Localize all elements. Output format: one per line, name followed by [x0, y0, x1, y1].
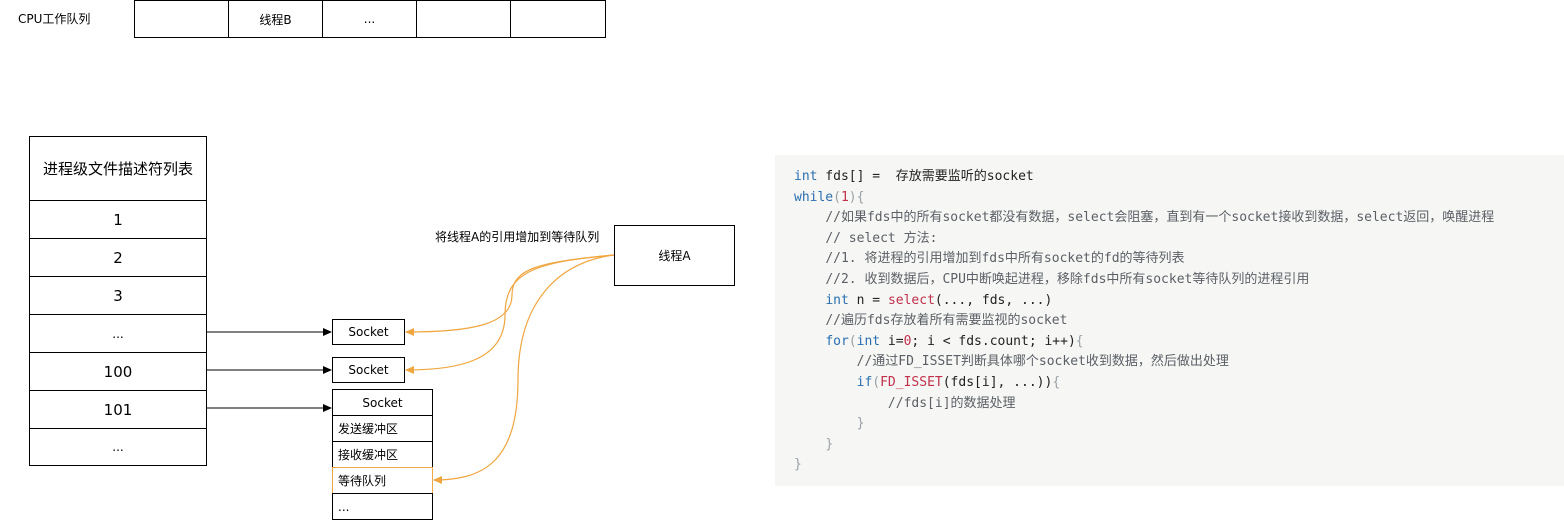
- code-token: fds[] =: [817, 169, 888, 184]
- thread-to-socket-arrow: [405, 254, 615, 336]
- code-token: 存放需要监听的socket: [887, 169, 1034, 184]
- code-token: i=: [880, 333, 904, 349]
- cpu-queue-slot: 线程B: [228, 0, 323, 38]
- code-token: (..., fds, ...): [934, 292, 1053, 308]
- code-comment: //遍历fds存放着所有需要监视的socket: [825, 313, 1068, 329]
- receive-buffer: 接收缓冲区: [332, 441, 433, 468]
- cpu-queue-slot: [510, 0, 606, 38]
- fd-row: 2: [29, 238, 207, 277]
- code-comment: //通过FD_ISSET判断具体哪个socket收到数据，然后做出处理: [856, 354, 1229, 370]
- code-token: while: [794, 189, 834, 205]
- thread-a-edge-label: 将线程A的引用增加到等待队列: [435, 230, 600, 244]
- send-buffer: 发送缓冲区: [332, 415, 433, 442]
- code-token: for: [825, 333, 849, 349]
- code-token: int: [794, 169, 818, 184]
- code-token: if: [856, 374, 873, 390]
- code-comment: //2. 收到数据后，CPU中断唤起进程，移除fds中所有socket等待队列的…: [825, 271, 1310, 287]
- thread-a-box: 线程A: [614, 225, 735, 286]
- code-token: 0: [903, 333, 912, 349]
- fd-row: 1: [29, 200, 207, 239]
- cpu-queue-slot: ...: [322, 0, 417, 38]
- socket-detail-more: ...: [332, 493, 433, 520]
- thread-to-wait-queue-arrow: [433, 254, 615, 484]
- code-comment: //fds[i]的数据处理: [887, 395, 1016, 411]
- socket-box: Socket: [332, 357, 405, 383]
- code-token: int: [825, 292, 849, 308]
- code-token: FD_ISSET: [880, 374, 943, 390]
- fd-table-title: 进程级文件描述符列表: [29, 136, 207, 201]
- code-token: int: [856, 333, 881, 349]
- code-token: n =: [848, 292, 888, 308]
- code-token: select: [887, 292, 935, 308]
- code-comment: //1. 将进程的引用增加到fds中所有socket的fd的等待列表: [825, 251, 1185, 267]
- thread-to-socket-arrow: [405, 254, 615, 374]
- fd-row: ...: [29, 314, 207, 353]
- fd-row: ...: [29, 428, 207, 466]
- socket-detail-header: Socket: [332, 389, 433, 416]
- code-token: ; i < fds.count; i++): [911, 333, 1076, 349]
- code-token: 1: [840, 189, 849, 205]
- code-block: int fds[] = 存放需要监听的socket while(1){ //如果…: [775, 155, 1564, 486]
- code-comment: //如果fds中的所有socket都没有数据，select会阻塞，直到有一个so…: [825, 210, 1495, 226]
- socket-box: Socket: [332, 319, 405, 345]
- cpu-queue-label: CPU工作队列: [18, 12, 91, 26]
- code-comment: // select 方法:: [825, 230, 938, 246]
- fd-row: 3: [29, 276, 207, 315]
- code-token: (fds[i], ...)): [942, 374, 1053, 390]
